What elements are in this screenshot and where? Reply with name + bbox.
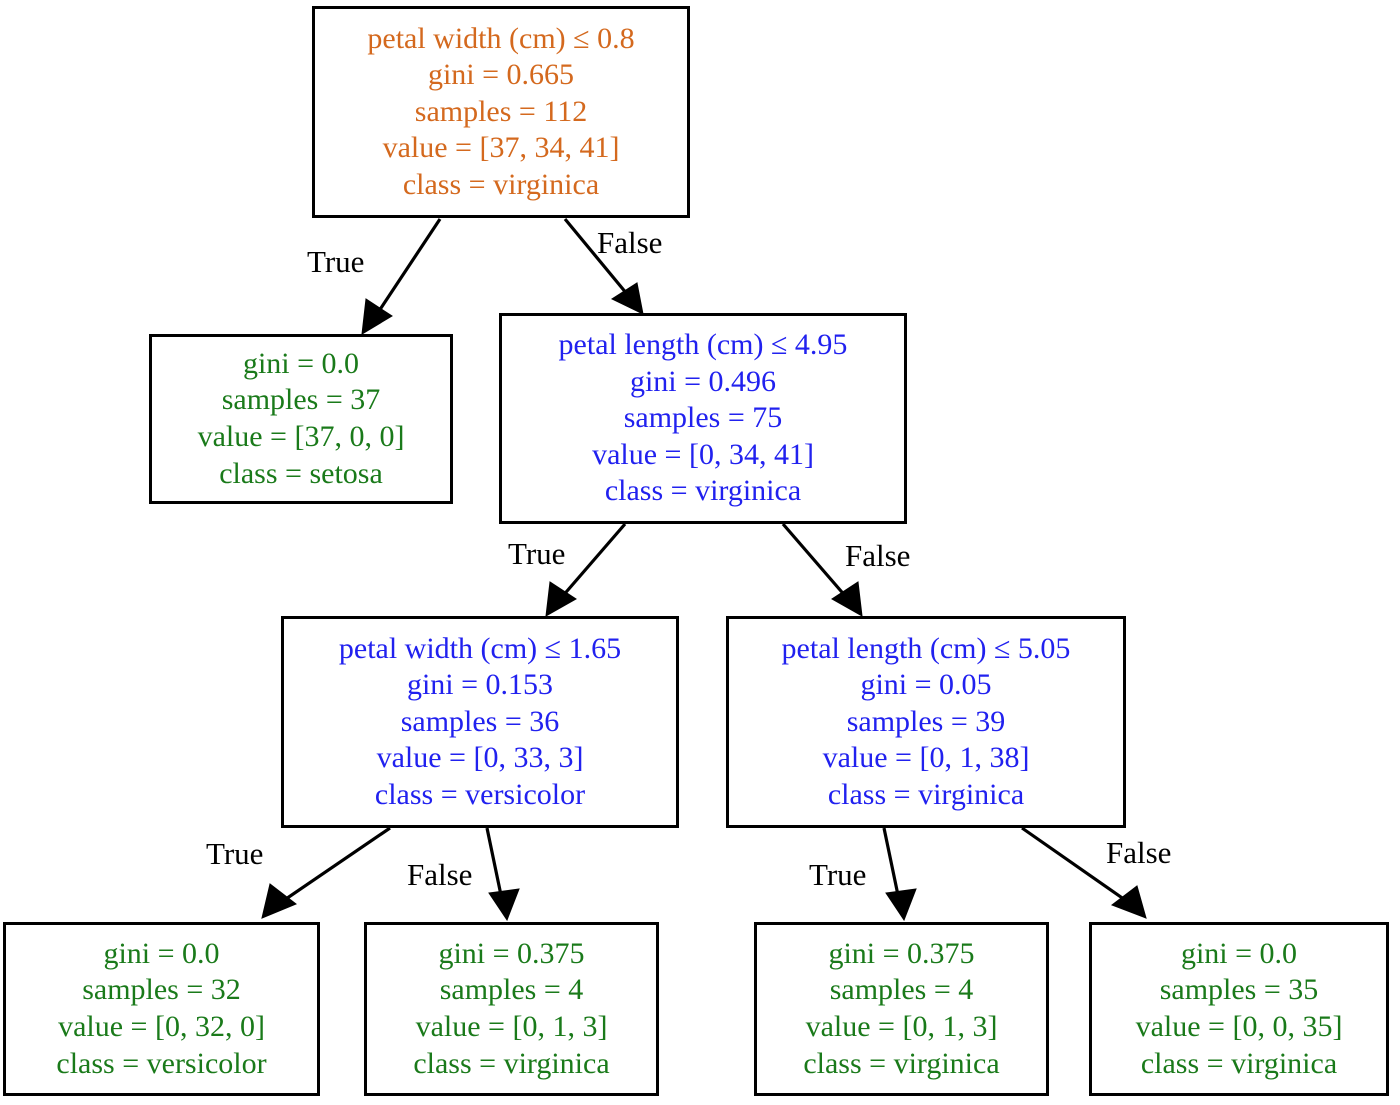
node-line-samples: samples = 75: [623, 401, 783, 435]
node-line-gini: gini = 0.665: [427, 58, 575, 92]
edge-label-n2-n3: True: [508, 536, 566, 571]
node-line-gini: gini = 0.0: [1180, 936, 1298, 970]
edge-label-n3-n6: False: [407, 857, 473, 892]
node-line-condition: petal width (cm) ≤ 0.8: [367, 21, 635, 55]
node-line-samples: samples = 39: [846, 704, 1006, 738]
tree-node-leaf-setosa[interactable]: gini = 0.0 samples = 37 value = [37, 0, …: [149, 334, 453, 504]
node-line-condition: petal width (cm) ≤ 1.65: [338, 631, 622, 665]
node-line-class: class = virginica: [803, 1046, 1000, 1080]
node-line-value: value = [37, 34, 41]: [382, 131, 620, 165]
edge-label-n3-n5: True: [206, 836, 264, 871]
node-line-samples: samples = 4: [829, 973, 974, 1007]
node-line-gini: gini = 0.496: [629, 364, 777, 398]
tree-node-leaf-versicolor-32[interactable]: gini = 0.0 samples = 32 value = [0, 32, …: [3, 922, 320, 1096]
node-line-class: class = virginica: [413, 1046, 610, 1080]
node-line-gini: gini = 0.375: [828, 936, 975, 970]
tree-node-leaf-virginica-35[interactable]: gini = 0.0 samples = 35 value = [0, 0, 3…: [1089, 922, 1389, 1096]
node-line-samples: samples = 35: [1159, 973, 1319, 1007]
node-line-samples: samples = 32: [82, 973, 241, 1007]
tree-node-petal-width-165[interactable]: petal width (cm) ≤ 1.65 gini = 0.153 sam…: [281, 616, 679, 828]
edge-label-n0-n2: False: [597, 225, 663, 260]
node-line-class: class = virginica: [402, 167, 600, 201]
node-line-value: value = [0, 1, 3]: [805, 1010, 998, 1043]
edge-n3-n6: [485, 827, 520, 922]
node-line-value: value = [0, 1, 3]: [415, 1010, 608, 1043]
node-line-value: value = [37, 0, 0]: [197, 420, 405, 453]
edge-n3-n5: [261, 826, 391, 919]
node-line-class: class = versicolor: [374, 777, 586, 811]
node-line-value: value = [0, 32, 0]: [58, 1010, 265, 1043]
node-line-gini: gini = 0.0: [242, 346, 360, 380]
node-line-value: value = [0, 1, 38]: [822, 741, 1030, 775]
node-line-samples: samples = 36: [400, 704, 560, 738]
node-line-samples: samples = 4: [439, 973, 584, 1007]
edge-label-n4-n7: True: [809, 857, 867, 892]
tree-node-leaf-virginica-4-left[interactable]: gini = 0.375 samples = 4 value = [0, 1, …: [364, 922, 659, 1096]
edge-n4-n7: [882, 827, 917, 922]
node-line-class: class = versicolor: [56, 1046, 267, 1080]
node-line-gini: gini = 0.0: [103, 936, 220, 970]
node-line-value: value = [0, 0, 35]: [1135, 1010, 1343, 1043]
node-line-gini: gini = 0.375: [438, 936, 585, 970]
node-line-value: value = [0, 34, 41]: [592, 437, 814, 471]
node-line-samples: samples = 112: [414, 94, 588, 128]
edge-label-n0-n1: True: [307, 244, 365, 279]
node-line-class: class = virginica: [827, 777, 1025, 811]
edge-label-n4-n8: False: [1106, 835, 1172, 870]
node-line-gini: gini = 0.153: [406, 668, 554, 702]
tree-node-root[interactable]: petal width (cm) ≤ 0.8 gini = 0.665 samp…: [312, 6, 690, 218]
tree-node-leaf-virginica-4-right[interactable]: gini = 0.375 samples = 4 value = [0, 1, …: [754, 922, 1049, 1096]
node-line-condition: petal length (cm) ≤ 5.05: [781, 631, 1071, 665]
tree-node-petal-length-495[interactable]: petal length (cm) ≤ 4.95 gini = 0.496 sa…: [499, 313, 907, 524]
node-line-class: class = virginica: [604, 474, 802, 508]
node-line-condition: petal length (cm) ≤ 4.95: [558, 328, 848, 362]
edge-label-n2-n4: False: [845, 538, 911, 573]
node-line-samples: samples = 37: [221, 383, 381, 417]
node-line-value: value = [0, 33, 3]: [376, 741, 584, 775]
node-line-gini: gini = 0.05: [860, 668, 992, 702]
edge-n0-n1: [361, 218, 442, 335]
node-line-class: class = virginica: [1140, 1046, 1338, 1080]
tree-node-petal-length-505[interactable]: petal length (cm) ≤ 5.05 gini = 0.05 sam…: [726, 616, 1126, 828]
node-line-class: class = setosa: [219, 456, 383, 490]
